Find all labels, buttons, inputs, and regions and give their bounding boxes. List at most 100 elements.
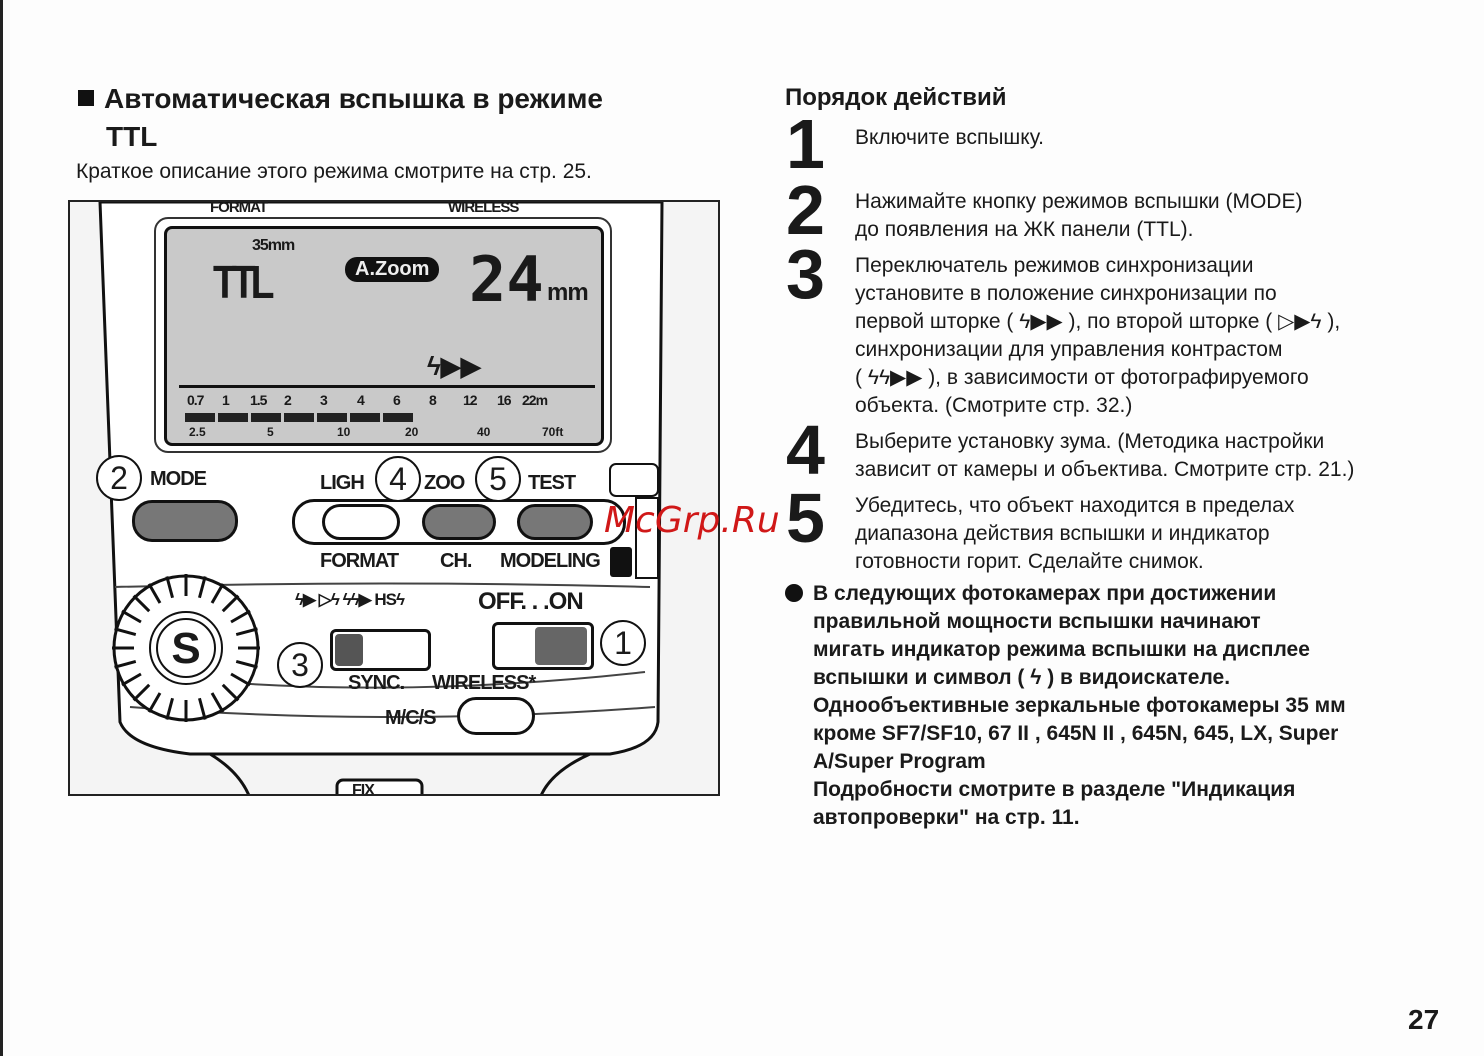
scan-edge xyxy=(0,0,3,1056)
front-curtain-sync-icon: ϟ▶▶ xyxy=(427,351,481,381)
bullet-icon xyxy=(785,584,803,602)
step-text: Включите вспышку. xyxy=(855,124,1044,152)
dial-tick xyxy=(235,627,258,636)
step-line: первой шторке ( ϟ▶▶ ), по второй шторке … xyxy=(855,310,1341,333)
lcd-format: 35mm xyxy=(252,237,295,254)
sync-switch[interactable] xyxy=(330,629,431,671)
test-label: TEST xyxy=(528,472,576,494)
scale-feet-label: 2.5 xyxy=(189,425,206,439)
scale-meter-label: 6 xyxy=(393,392,401,408)
callout-2: 2 xyxy=(96,455,142,501)
lcd-focal-length: 24 xyxy=(469,243,544,316)
lcd-focal-unit: mm xyxy=(547,279,589,306)
lcd-auto-zoom: A.Zoom xyxy=(345,257,440,282)
dial-tick xyxy=(132,683,151,702)
dial-label: S xyxy=(171,624,201,673)
note-line: вспышки и символ ( ϟ ) в видоискателе. xyxy=(813,666,1231,689)
callout-4: 4 xyxy=(375,456,421,502)
dial[interactable] xyxy=(108,570,264,726)
step-line: зависит от камеры и объектива. Смотрите … xyxy=(855,458,1355,481)
section-title: Автоматическая вспышка в режиме TTL xyxy=(78,80,603,156)
format-label: FORMAT xyxy=(320,550,399,572)
step-line: до появления на ЖК панели (TTL). xyxy=(855,218,1194,241)
range-bar-segment xyxy=(350,413,380,422)
dial-tick xyxy=(198,576,207,599)
mcs-button[interactable] xyxy=(457,697,535,735)
page-number: 27 xyxy=(1408,1004,1440,1035)
step-line: Выберите установку зума. (Методика настр… xyxy=(855,430,1325,453)
scale-meter-label: 8 xyxy=(429,392,437,408)
step-line: готовности горит. Сделайте снимок. xyxy=(855,550,1204,573)
title-line-2: TTL xyxy=(106,121,158,152)
note-line: Подробности смотрите в разделе "Индикаци… xyxy=(813,778,1296,801)
dial-tick xyxy=(221,683,240,702)
dial-tick xyxy=(147,692,162,713)
scale-meter-label: 2 xyxy=(284,392,292,408)
range-bar-segment xyxy=(284,413,314,422)
sync-label: SYNC. xyxy=(348,672,405,694)
mode-label: MODE xyxy=(150,468,207,490)
dial-tick xyxy=(235,660,258,669)
square-bullet-icon xyxy=(78,90,94,106)
range-bar-segment xyxy=(218,413,248,422)
step-line: Включите вспышку. xyxy=(855,126,1044,149)
zoom-button[interactable] xyxy=(422,504,496,540)
section-subtitle: Краткое описание этого режима смотрите н… xyxy=(76,160,592,183)
dial-tick xyxy=(198,697,207,720)
title-line-1: Автоматическая вспышка в режиме xyxy=(104,83,603,114)
step-number: 1 xyxy=(786,105,825,183)
dial-tick xyxy=(210,583,225,604)
fix-label: FIX xyxy=(352,782,375,796)
dial-tick xyxy=(210,692,225,713)
power-switch[interactable] xyxy=(492,622,594,670)
scale-meter-label: 4 xyxy=(357,392,365,408)
scale-meter-label: 0.7 xyxy=(187,392,204,408)
step-line: синхронизации для управления контрастом xyxy=(855,338,1283,361)
callout-5: 5 xyxy=(475,456,521,502)
step-text: Убедитесь, что объект находится в предел… xyxy=(855,492,1294,576)
dial-tick xyxy=(114,660,137,669)
format-top-label: FORMAT xyxy=(210,200,268,216)
test-button[interactable] xyxy=(517,504,593,540)
off-on-label: OFF. . .ON xyxy=(478,588,584,615)
callout-3: 3 xyxy=(277,642,323,688)
step-line: объекта. (Смотрите стр. 32.) xyxy=(855,394,1133,417)
light-label: LIGH xyxy=(320,472,365,494)
scale-meter-label: 1 xyxy=(222,392,230,408)
ch-label: CH. xyxy=(440,550,472,572)
step-line: ( ϟϟ▶▶ ), в зависимости от фотографируем… xyxy=(855,366,1309,389)
scale-meter-label: 1.5 xyxy=(250,392,267,408)
wireless-top-label: WIRELESS xyxy=(448,200,519,216)
step-number: 4 xyxy=(786,411,825,489)
zoom-label: ZOO xyxy=(424,472,465,494)
lcd-scale-line xyxy=(179,385,595,388)
power-switch-knob[interactable] xyxy=(535,627,587,665)
dial-tick xyxy=(165,697,174,720)
step-text: Выберите установку зума. (Методика настр… xyxy=(855,428,1354,484)
dial-tick xyxy=(121,672,142,687)
modeling-label: MODELING xyxy=(500,550,601,572)
dial-tick xyxy=(121,609,142,624)
range-bar-segment xyxy=(383,413,413,422)
step-number: 5 xyxy=(786,479,825,557)
mode-button[interactable] xyxy=(132,500,238,542)
dial-tick xyxy=(132,594,151,613)
note-line: A/Super Program xyxy=(813,750,986,773)
step-number: 3 xyxy=(786,235,825,313)
light-button[interactable] xyxy=(322,504,400,540)
callout-1: 1 xyxy=(600,620,646,666)
watermark: McGrp.Ru xyxy=(604,500,780,541)
dial-tick xyxy=(114,627,137,636)
sync-switch-knob[interactable] xyxy=(335,634,363,666)
note-line: автопроверки" на стр. 11. xyxy=(813,806,1080,829)
scale-meter-label: 16 xyxy=(497,392,512,408)
note-line: Однообъективные зеркальные фотокамеры 35… xyxy=(813,694,1346,717)
step-line: диапазона действия вспышки и индикатор xyxy=(855,522,1270,545)
scale-feet-label: 70ft xyxy=(542,425,564,439)
dial-tick xyxy=(230,672,251,687)
note-line: В следующих фотокамерах при достижении xyxy=(785,580,1346,608)
